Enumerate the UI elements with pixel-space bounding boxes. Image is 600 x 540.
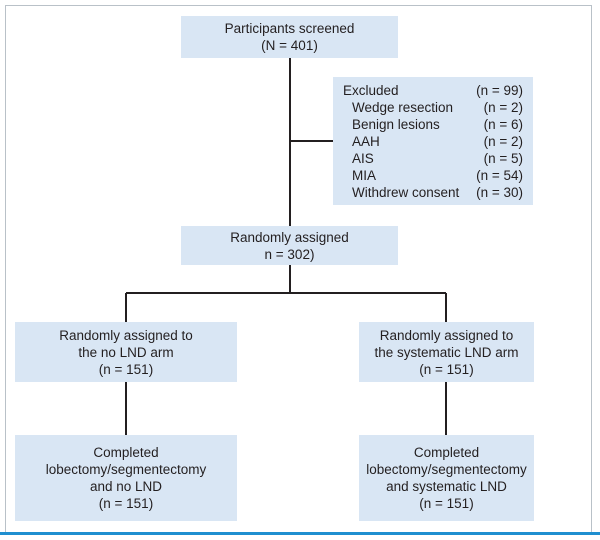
completed-no-lnd-line2: lobectomy/segmentectomy xyxy=(45,462,207,477)
screened-count: (N = 401) xyxy=(261,38,318,53)
excluded-title: Excluded xyxy=(343,83,399,98)
no-lnd-arm-count: (n = 151) xyxy=(98,361,154,377)
excluded-reason-label: AIS xyxy=(352,151,374,166)
excluded-reason-row: MIA (n = 54) xyxy=(343,167,523,184)
excluded-reason-row: Benign lesions (n = 6) xyxy=(343,116,523,133)
participants-screened-box: Participants screened (N = 401) xyxy=(181,16,398,58)
excluded-reason-row: Withdrew consent (n = 30) xyxy=(343,184,523,201)
randomly-assigned-box: Randomly assigned n = 302) xyxy=(181,226,398,265)
excluded-total-row: Excluded (n = 99) xyxy=(343,82,523,99)
completed-no-lnd-line1: Completed xyxy=(93,445,159,460)
no-lnd-arm-line1: Randomly assigned to xyxy=(59,327,193,343)
excluded-reason-label: Benign lesions xyxy=(352,117,440,132)
completed-no-lnd-count: (n = 151) xyxy=(98,496,154,511)
completed-systematic-lnd-box: Completed lobectomy/segmentectomy and sy… xyxy=(359,435,534,521)
systematic-arm-count: (n = 151) xyxy=(419,361,474,377)
excluded-reason-row: AAH (n = 2) xyxy=(343,133,523,150)
randomized-count: n = 302) xyxy=(264,246,315,262)
completed-systematic-line1: Completed xyxy=(413,445,480,460)
excluded-reason-label: AAH xyxy=(352,134,380,149)
bottom-rule xyxy=(0,532,600,535)
screened-title: Participants screened xyxy=(224,21,355,36)
no-lnd-arm-box: Randomly assigned to the no LND arm (n =… xyxy=(15,322,237,382)
excluded-reason-label: MIA xyxy=(352,168,377,183)
systematic-arm-line1: Randomly assigned to xyxy=(379,327,514,343)
completed-systematic-count: (n = 151) xyxy=(419,496,474,511)
excluded-reason-row: Wedge resection (n = 2) xyxy=(343,99,523,116)
excluded-reason-count: (n = 54) xyxy=(476,168,523,183)
randomized-title: Randomly assigned xyxy=(230,229,349,245)
excluded-reason-count: (n = 2) xyxy=(483,134,523,149)
excluded-count: (n = 99) xyxy=(476,83,523,98)
no-lnd-arm-line2: the no LND arm xyxy=(78,344,174,360)
completed-no-lnd-line3: and no LND xyxy=(89,479,163,494)
completed-systematic-line2: lobectomy/segmentectomy xyxy=(366,462,527,477)
systematic-lnd-arm-box: Randomly assigned to the systematic LND … xyxy=(359,322,534,382)
excluded-reason-count: (n = 2) xyxy=(483,100,523,115)
excluded-reason-label: Withdrew consent xyxy=(352,185,460,200)
excluded-reason-row: AIS (n = 5) xyxy=(343,150,523,167)
systematic-arm-line2: the systematic LND arm xyxy=(374,344,519,360)
completed-systematic-line3: and systematic LND xyxy=(386,479,507,494)
excluded-reason-count: (n = 6) xyxy=(483,117,523,132)
completed-no-lnd-box: Completed lobectomy/segmentectomy and no… xyxy=(15,435,237,521)
excluded-reason-label: Wedge resection xyxy=(352,100,454,115)
excluded-reason-count: (n = 30) xyxy=(476,185,523,200)
excluded-box: Excluded (n = 99) Wedge resection (n = 2… xyxy=(333,77,533,205)
excluded-reason-count: (n = 5) xyxy=(483,151,523,166)
